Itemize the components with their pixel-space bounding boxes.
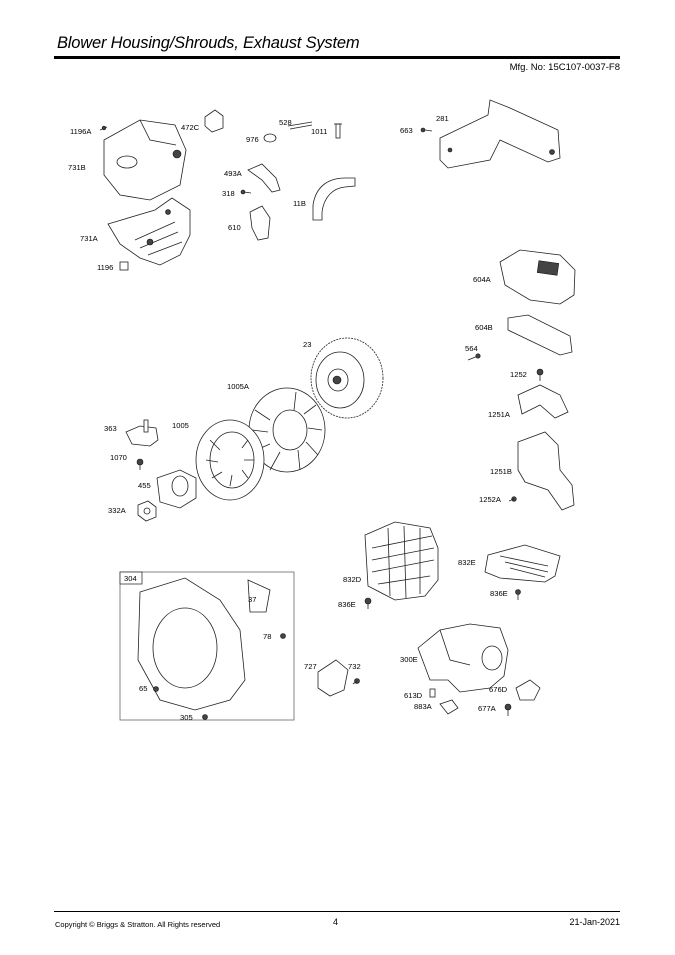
part-883a-drawing <box>439 699 459 715</box>
part-832d-drawing <box>364 521 439 601</box>
label-1252a: 1252A <box>479 495 502 504</box>
part-976-drawing <box>263 133 277 143</box>
label-493a: 493A <box>224 169 243 178</box>
label-281: 281 <box>436 114 449 123</box>
label-300e: 300E <box>400 655 418 664</box>
part-731a-drawing <box>107 197 191 266</box>
part-604b-drawing <box>507 314 573 356</box>
label-731a: 731A <box>80 234 99 243</box>
label-1196: 1196 <box>97 263 113 272</box>
label-528: 528 <box>279 118 292 127</box>
footer-copyright: Copyright © Briggs & Stratton. All Right… <box>55 920 221 929</box>
label-472c: 472C <box>181 123 200 132</box>
part-363-drawing <box>125 419 159 447</box>
label-305: 305 <box>180 713 193 722</box>
part-1251a-drawing <box>517 384 569 419</box>
label-1252: 1252 <box>510 370 527 379</box>
part-1196-drawing <box>119 261 129 271</box>
part-836e-b-drawing <box>515 589 521 600</box>
label-78: 78 <box>263 632 271 641</box>
part-1251b-drawing <box>517 431 575 511</box>
page-title: Blower Housing/Shrouds, Exhaust System <box>57 34 360 52</box>
part-613d-drawing <box>429 688 436 698</box>
part-604a-drawing <box>499 249 576 305</box>
part-455-drawing <box>156 469 197 509</box>
part-1005a-drawing <box>248 387 326 473</box>
label-677a: 677A <box>478 704 497 713</box>
label-663: 663 <box>400 126 413 135</box>
label-613d: 613D <box>404 691 423 700</box>
label-23: 23 <box>303 340 311 349</box>
label-1251b: 1251B <box>490 467 512 476</box>
label-318: 318 <box>222 189 235 198</box>
part-732-drawing <box>352 678 360 685</box>
mfg-number: Mfg. No: 15C107-0037-F8 <box>509 62 620 73</box>
label-1251a: 1251A <box>488 410 511 419</box>
part-676d-drawing <box>515 679 541 701</box>
label-732: 732 <box>348 662 361 671</box>
part-1252a-drawing <box>508 496 517 502</box>
label-455: 455 <box>138 481 151 490</box>
part-528-drawing <box>287 121 313 130</box>
label-604a: 604A <box>473 275 492 284</box>
part-1011-drawing <box>334 123 342 139</box>
part-332a-drawing <box>137 500 157 522</box>
part-677a-drawing <box>504 703 512 716</box>
part-23-drawing <box>310 337 384 419</box>
label-836e-b: 836E <box>490 589 508 598</box>
part-493a-drawing <box>247 163 281 193</box>
label-727: 727 <box>304 662 317 671</box>
part-832e-drawing <box>484 544 561 583</box>
part-281-drawing <box>439 99 561 169</box>
part-564-drawing <box>467 353 481 361</box>
label-65: 65 <box>139 684 147 693</box>
part-731b-drawing <box>103 119 187 201</box>
label-1011: 1011 <box>311 127 327 136</box>
label-676d: 676D <box>489 685 508 694</box>
footer-page-number: 4 <box>333 917 339 927</box>
label-1005: 1005 <box>172 421 189 430</box>
label-37: 37 <box>248 595 256 604</box>
label-610: 610 <box>228 223 241 232</box>
label-564: 564 <box>465 344 478 353</box>
label-363: 363 <box>104 424 117 433</box>
part-1005-drawing <box>195 419 265 501</box>
footer-date: 21-Jan-2021 <box>569 917 620 927</box>
label-836e-a: 836E <box>338 600 356 609</box>
label-1005a: 1005A <box>227 382 250 391</box>
label-604b: 604B <box>475 323 493 332</box>
part-663-drawing <box>420 127 433 133</box>
part-1196a-drawing <box>99 125 108 131</box>
label-832e: 832E <box>458 558 476 567</box>
label-304: 304 <box>124 574 137 583</box>
part-1070-drawing <box>136 458 144 470</box>
part-610-drawing <box>249 205 271 241</box>
part-727-drawing <box>317 659 349 697</box>
part-318-drawing <box>240 189 252 195</box>
label-11b: 11B <box>293 199 306 208</box>
part-472c-drawing <box>204 109 224 133</box>
footer-rule <box>54 911 620 912</box>
label-976: 976 <box>246 135 259 144</box>
part-1252-drawing <box>536 368 544 381</box>
label-832d: 832D <box>343 575 362 584</box>
part-300e-drawing <box>417 623 509 693</box>
label-883a: 883A <box>414 702 433 711</box>
label-731b: 731B <box>68 163 86 172</box>
label-332a: 332A <box>108 506 127 515</box>
part-11b-drawing <box>312 177 356 221</box>
label-1070: 1070 <box>110 453 127 462</box>
header-rule <box>54 56 620 59</box>
label-1196a: 1196A <box>70 127 92 136</box>
part-304-inset <box>119 571 295 721</box>
part-836e-a-drawing <box>364 597 372 609</box>
